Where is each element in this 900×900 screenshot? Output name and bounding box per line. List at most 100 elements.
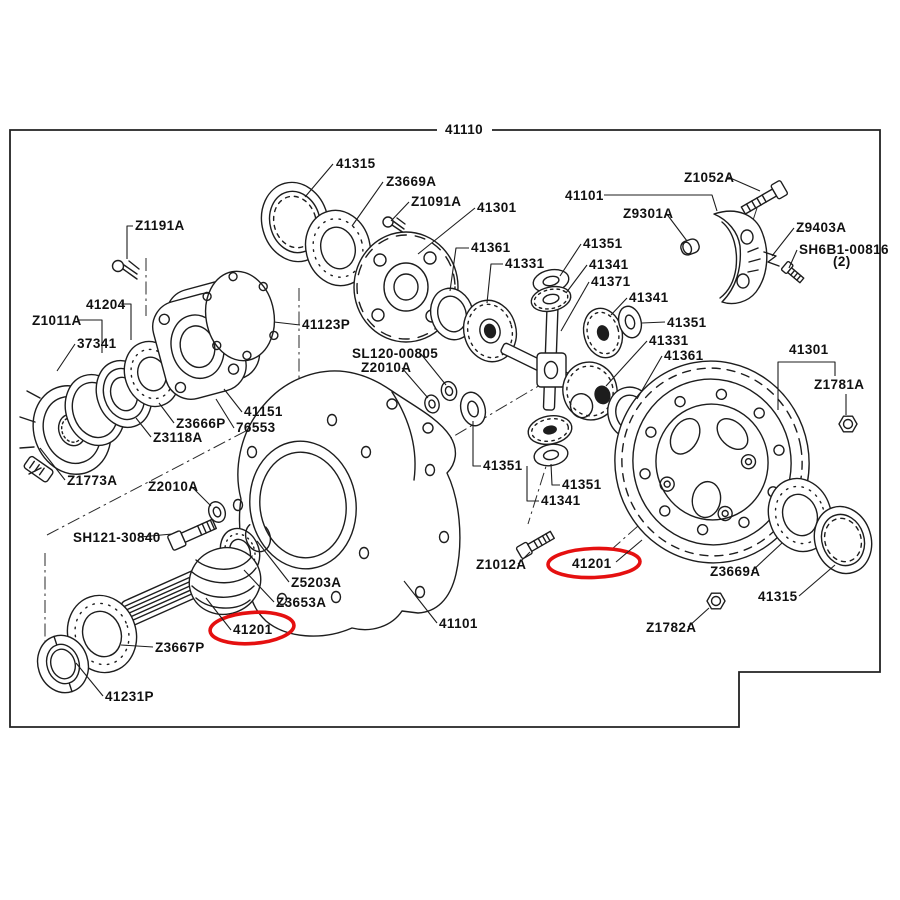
leader-line-41231p [75,662,104,697]
part-label-z1011a: Z1011A [32,313,82,328]
part-label-z1781a: Z1781A [814,377,864,392]
part-clip-z9403a [763,251,780,267]
part-label-41231p: 41231P [105,689,154,704]
part-pinion-gear-41341-right [582,307,624,359]
part-label-41361-r: 41361 [664,348,704,363]
leader-line-z2010a-b [190,485,212,507]
part-carrier-housing [232,370,461,637]
part-label-41201-right: 41201 [572,556,612,571]
part-bearing-race-41231p [36,634,90,694]
leader-line-z9301a [665,212,688,242]
leader-line-41351-cr [550,463,560,486]
part-label-41341-c: 41341 [541,493,581,508]
part-label-z3653a: Z3653A [276,595,326,610]
leader-line-41301-r [777,361,836,410]
part-label-z9301a: Z9301A [623,206,673,221]
leader-line-41341-c [526,466,539,502]
part-label-sh121: SH121-30840 [73,530,161,545]
leader-line-41341-r [610,297,628,316]
part-bearing-cap [713,210,768,305]
part-label-z1782a: Z1782A [646,620,696,635]
leader-line-z1773a [39,447,66,481]
leader-line-41361-tl [449,247,469,292]
leader-line-41204 [121,303,132,340]
part-label-z3667p: Z3667P [155,640,205,655]
leader-line-41371 [560,281,590,332]
ring-gear-bolt-holes [639,388,785,536]
leader-line-41351-t [559,243,582,277]
part-bolt-z1191a [111,259,140,280]
part-ring-gear-41301 [614,360,810,564]
part-label-z1091a: Z1091A [411,194,461,209]
leader-line-sh6b1 [788,249,798,269]
part-nut-z1782a [706,592,726,610]
part-label-41361-tl: 41361 [471,240,511,255]
part-bushing-z9301a [680,238,700,256]
part-label-41341-t: 41341 [589,257,629,272]
part-label-41315-top: 41315 [336,156,376,171]
leader-line-41341-t [565,264,588,294]
part-washer-z2010a-center [424,394,440,414]
part-label-z2010a-c: Z2010A [361,360,411,375]
part-label-z3669a-top: Z3669A [386,174,436,189]
leader-line-41315-top [304,163,334,198]
part-nut-sl120 [440,380,458,402]
part-label-41371: 41371 [591,274,631,289]
part-label-41301-r: 41301 [789,342,829,357]
part-label-z1012a: Z1012A [476,557,526,572]
part-side-gear-41331-right [562,361,618,421]
part-label-z3666p: Z3666P [176,416,226,431]
leader-line-sh121 [139,533,173,538]
part-label-41331-tl: 41331 [505,256,545,271]
leader-line-37341 [56,343,76,372]
part-gasket-41123p [202,270,279,362]
part-label-41110-frame: 41110 [445,122,483,137]
part-washer-41351-center [459,391,487,427]
part-gear-41341-top [530,285,572,313]
part-screw-sh6b1 [780,260,805,284]
part-label-41331-r: 41331 [649,333,689,348]
part-label-41204: 41204 [86,297,126,312]
leader-line-z3666p [158,402,175,424]
part-label-41351-cr: 41351 [562,477,602,492]
leader-line-41101-bottom [403,580,438,624]
part-label-41101-top: 41101 [565,188,604,203]
leader-line-41361-r [636,355,663,400]
part-label-sh6b1-qty: (2) [833,254,851,269]
part-nut-z1781a [838,415,858,433]
part-label-41151: 41151 [244,404,283,419]
leader-line-z3669a-top [351,181,384,227]
part-label-41301-top: 41301 [477,200,517,215]
part-bolt-sh121 [167,518,218,551]
part-bolt-z1012a [515,530,555,560]
leader-line-z3669a-bottom [751,542,783,572]
part-gear-41341-lower [527,414,573,446]
part-bolt-z1091a [382,216,406,234]
leader-line-41351-cl [472,421,481,467]
part-label-z1773a: Z1773A [67,473,117,488]
leader-line-41123p [273,321,301,326]
part-adjuster-ring-41315-bottom [813,505,873,575]
leader-line-76553 [215,398,235,429]
part-bolt-z1052a [740,180,789,215]
leader-line-41201-right [615,539,643,563]
leader-line-z9403a [771,227,795,257]
part-label-z3669a-bottom: Z3669A [710,564,760,579]
part-label-37341: 37341 [77,336,117,351]
leader-line-41331-r [605,340,648,387]
part-label-z1191a: Z1191A [135,218,185,233]
highlight-ellipse-1 [208,610,296,646]
part-label-76553: 76553 [236,420,276,435]
part-side-bearing-z3669a-top [304,209,372,287]
leader-line-41331-tl [486,263,503,304]
leader-line-z3667p [120,644,154,648]
part-label-z9403a: Z9403A [796,220,846,235]
part-snap-ring-z5203a [244,521,272,553]
leader-line-z3653a [243,569,275,603]
diagram-frame-border [9,129,881,728]
leader-line-z1052a [727,176,761,192]
part-label-41351-t: 41351 [583,236,623,251]
